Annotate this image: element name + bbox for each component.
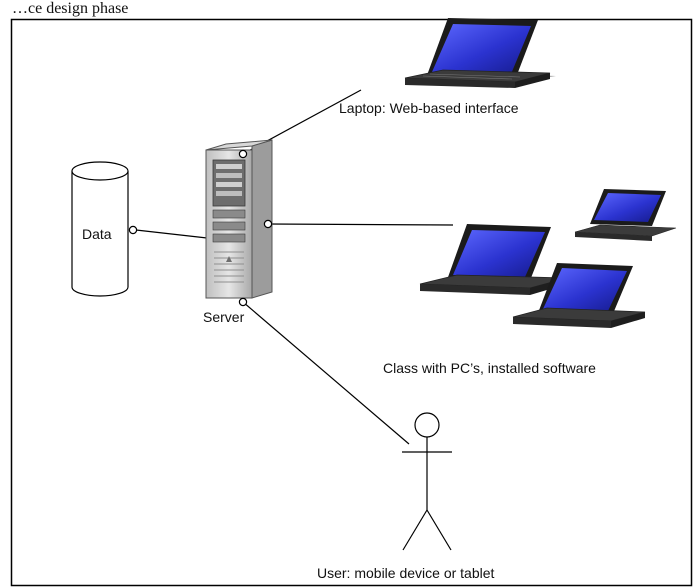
- data-store: Data: [71, 161, 138, 297]
- laptop-icon: [512, 263, 646, 328]
- laptop-node: Laptop: Web-based interface: [339, 18, 556, 116]
- link-server-user: [242, 301, 410, 445]
- server: Server: [203, 139, 273, 325]
- link-server-data: [135, 229, 208, 239]
- data-port: [128, 225, 138, 235]
- server-port-top: [238, 149, 248, 159]
- caption: …ce design phase: [12, 0, 128, 17]
- class-node: Class with PC’s, installed software: [383, 189, 677, 376]
- database-cylinder-top: [71, 161, 129, 181]
- link-server-class: [267, 223, 454, 226]
- class-label: Class with PC’s, installed software: [383, 360, 596, 376]
- database-cylinder-icon: [71, 171, 129, 297]
- connection-lines: [135, 89, 454, 445]
- server-port-bottom: [238, 297, 248, 307]
- server-tower-icon: [205, 139, 273, 299]
- diagram-frame: [10, 18, 693, 587]
- server-label: Server: [203, 309, 245, 325]
- laptop-icon: [419, 224, 568, 295]
- server-port-right: [263, 219, 273, 229]
- user-label: User: mobile device or tablet: [317, 565, 495, 581]
- data-label: Data: [82, 226, 112, 242]
- laptop-icon: [574, 189, 677, 241]
- laptop-label: Laptop: Web-based interface: [339, 100, 519, 116]
- user-node: User: mobile device or tablet: [317, 412, 495, 581]
- laptop-icon: [404, 18, 556, 88]
- user-stick-figure-icon: [402, 412, 452, 551]
